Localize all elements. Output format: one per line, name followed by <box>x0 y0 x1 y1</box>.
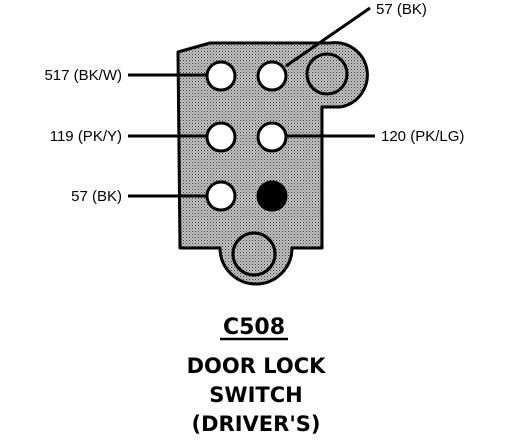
pin-cavities <box>205 60 288 212</box>
mounting-hole-top <box>305 52 349 96</box>
wire-label-top-right: 57 (BK) <box>376 1 427 18</box>
wire-label-left-bottom: 57 (BK) <box>71 188 122 205</box>
mounting-hole-bottom <box>231 231 277 277</box>
connector-housing <box>176 41 369 286</box>
wire-label-left-mid: 119 (PK/Y) <box>50 128 122 145</box>
leader-line-top-right <box>285 6 371 68</box>
connector-description-line-1: DOOR LOCK <box>187 354 327 378</box>
pin-cavity-2 <box>256 60 288 92</box>
pin-cavity-5 <box>205 180 237 212</box>
pin-cavity-3 <box>205 121 237 153</box>
pin-cavity-4 <box>256 121 288 153</box>
connector-id: C508 <box>223 315 285 340</box>
wire-label-right-mid: 120 (PK/LG) <box>381 128 464 145</box>
connector-description-line-2: SWITCH <box>209 383 302 407</box>
wire-label-left-top: 517 (BK/W) <box>44 67 122 84</box>
leader-lines <box>128 6 375 198</box>
pin-plugged-6 <box>256 180 288 212</box>
pin-cavity-1 <box>205 60 237 92</box>
connector-description-line-3: (DRIVER'S) <box>192 412 321 436</box>
